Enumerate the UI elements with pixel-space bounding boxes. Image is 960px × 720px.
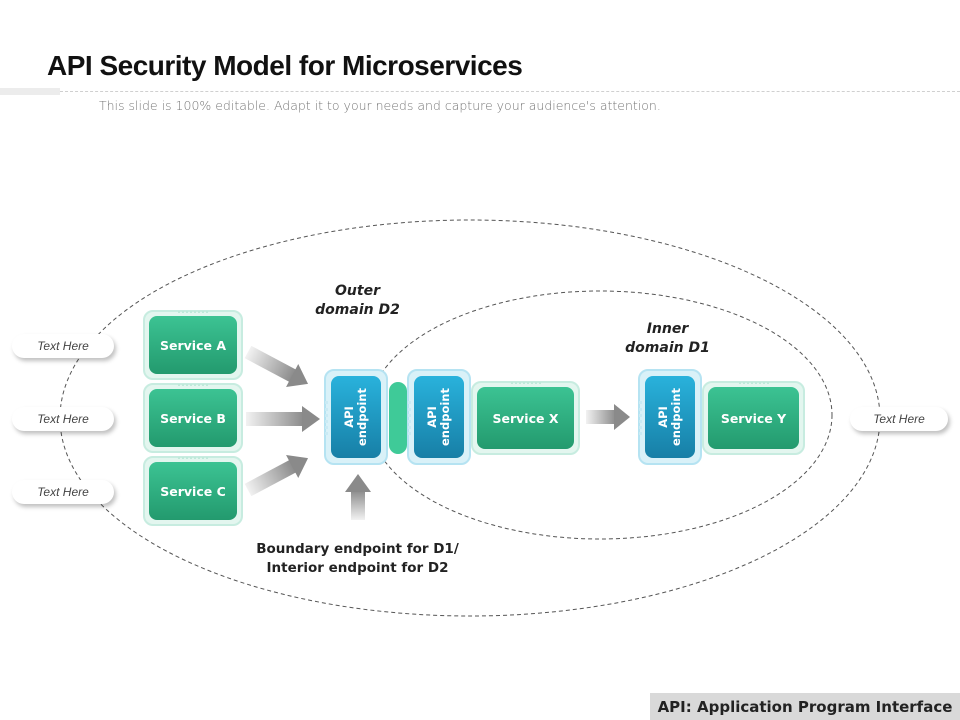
api-endpoint-line2: endpoint [669, 388, 683, 446]
service-y-label: Service Y [708, 387, 799, 449]
service-c-ticks [178, 457, 208, 459]
endpoint-connector [389, 382, 407, 454]
service-y-ticks [738, 382, 769, 384]
api-endpoint-service-x-body: API endpoint [414, 376, 464, 458]
inner-domain-label: Inner domain D1 [620, 320, 715, 358]
title-accent-bar [0, 88, 60, 95]
api-endpoint-boundary-dots [325, 401, 328, 435]
page-title: API Security Model for Microservices [47, 50, 523, 81]
service-b-ticks [178, 384, 208, 386]
page-subtitle: This slide is 100% editable. Adapt it to… [99, 98, 661, 113]
inner-domain-label-line1: Inner [646, 321, 689, 337]
arrow-b-to-endpoint [246, 406, 320, 432]
inner-domain-ellipse [367, 290, 833, 540]
arrow-c-to-endpoint [244, 455, 309, 497]
service-a-label: Service A [149, 316, 237, 374]
boundary-caption-line1: Boundary endpoint for D1/ [256, 541, 459, 557]
text-label-1[interactable]: Text Here [12, 334, 114, 358]
api-endpoint-service-x-label: API endpoint [425, 388, 452, 446]
api-endpoint-service-x[interactable]: API endpoint [407, 369, 471, 465]
api-endpoint-line2: endpoint [355, 388, 369, 446]
footer-note: API: Application Program Interface [650, 693, 960, 720]
arrow-boundary-up [345, 474, 371, 520]
service-b-node[interactable]: Service B [143, 383, 243, 453]
inner-domain-label-line2: domain D1 [625, 340, 710, 356]
service-x-node[interactable]: Service X [471, 381, 580, 455]
api-endpoint-service-y-label: API endpoint [656, 388, 683, 446]
outer-domain-label: Outer domain D2 [310, 282, 405, 320]
service-c-label: Service C [149, 462, 237, 520]
service-x-ticks [510, 382, 541, 384]
service-c-node[interactable]: Service C [143, 456, 243, 526]
arrow-a-to-endpoint [244, 345, 309, 387]
api-endpoint-boundary-label: API endpoint [342, 388, 369, 446]
api-endpoint-service-y[interactable]: API endpoint [638, 369, 702, 465]
api-endpoint-service-x-dots [408, 401, 411, 435]
text-label-3[interactable]: Text Here [12, 480, 114, 504]
api-endpoint-boundary-body: API endpoint [331, 376, 381, 458]
service-x-label: Service X [477, 387, 574, 449]
api-endpoint-line2: endpoint [438, 388, 452, 446]
boundary-endpoint-caption: Boundary endpoint for D1/ Interior endpo… [240, 540, 475, 578]
service-a-node[interactable]: Service A [143, 310, 243, 380]
outer-domain-label-line2: domain D2 [315, 302, 400, 318]
api-endpoint-boundary[interactable]: API endpoint [324, 369, 388, 465]
api-endpoint-service-y-dots [639, 401, 642, 435]
service-a-ticks [178, 311, 208, 313]
service-y-node[interactable]: Service Y [702, 381, 805, 455]
text-label-2[interactable]: Text Here [12, 407, 114, 431]
arrow-x-to-endpoint [586, 404, 630, 430]
title-divider [60, 91, 960, 92]
api-endpoint-service-y-body: API endpoint [645, 376, 695, 458]
service-b-label: Service B [149, 389, 237, 447]
boundary-caption-line2: Interior endpoint for D2 [266, 560, 449, 576]
outer-domain-label-line1: Outer [335, 283, 380, 299]
text-label-4[interactable]: Text Here [850, 407, 948, 431]
